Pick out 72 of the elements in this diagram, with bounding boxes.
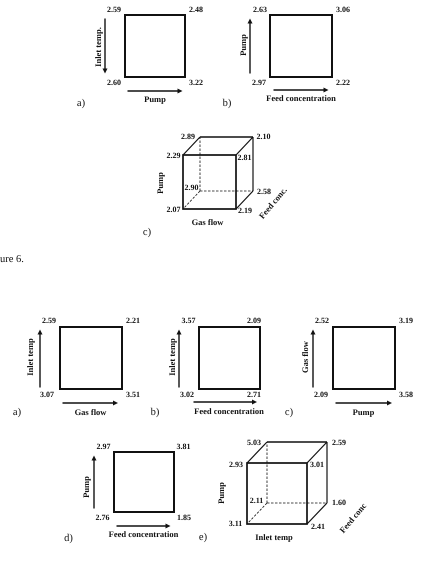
corner-value: 3.58	[399, 391, 413, 399]
corner-value: 2.10	[256, 133, 270, 141]
corner-value: 2.71	[247, 391, 261, 399]
corner-value: 5.03	[247, 439, 261, 447]
corner-value: 2.97	[252, 79, 266, 87]
corner-value: 2.81	[238, 154, 252, 162]
axis-label: Gas flow	[74, 408, 106, 416]
axis-label: Inlet temp	[168, 338, 176, 376]
panel-label: a)	[12, 408, 22, 418]
corner-value: 2.09	[247, 317, 261, 325]
square-frame	[269, 14, 333, 78]
corner-value: 2.63	[253, 6, 267, 14]
corner-value: 2.60	[107, 79, 121, 87]
corner-value: 3.22	[189, 79, 203, 87]
corner-value: 2.90	[184, 184, 198, 192]
axis-label: Pump	[82, 476, 90, 498]
corner-value: 3.01	[310, 461, 324, 469]
axis-label: Pump	[238, 34, 248, 56]
panel-label: e)	[198, 532, 208, 544]
panel-label: c)	[142, 228, 152, 238]
corner-value: 1.60	[332, 499, 346, 507]
axis-label: Pump	[352, 408, 374, 416]
axis-label: Inlet temp	[255, 532, 293, 542]
corner-value: 2.41	[311, 523, 325, 531]
corner-value: 2.52	[315, 317, 329, 325]
square-frame	[113, 451, 175, 513]
corner-value: 2.21	[126, 317, 140, 325]
corner-value: 2.48	[189, 6, 203, 14]
panel-label: c)	[284, 408, 294, 418]
corner-value: 2.93	[229, 461, 243, 469]
corner-value: 2.09	[314, 391, 328, 399]
corner-value: 2.89	[181, 133, 195, 141]
corner-value: 2.59	[42, 317, 56, 325]
axis-label: Pump	[216, 482, 225, 504]
square-frame	[124, 14, 186, 78]
axis-label: Feed concentration	[108, 530, 178, 538]
corner-value: 2.29	[166, 152, 180, 160]
axis-label: Inlet temp.	[94, 27, 102, 67]
caption-text: ure 6.	[0, 255, 24, 266]
axis-label: Pump	[144, 94, 166, 104]
panel-label: d)	[64, 534, 73, 544]
corner-value: 2.59	[107, 6, 121, 14]
corner-value: 2.11	[250, 497, 264, 505]
corner-value: 3.19	[399, 317, 413, 325]
axis-label: Pump	[156, 172, 164, 194]
corner-value: 2.07	[166, 206, 180, 214]
panel-label: b)	[150, 408, 160, 418]
corner-value: 3.02	[180, 391, 194, 399]
corner-value: 2.97	[96, 443, 110, 451]
corner-value: 3.51	[126, 391, 140, 399]
corner-value: 2.22	[336, 79, 350, 87]
corner-value: 3.07	[40, 391, 54, 399]
axis-label: Feed concentration	[266, 94, 336, 102]
corner-value: 2.19	[238, 207, 252, 215]
cube-wireframe	[246, 441, 328, 525]
corner-value: 3.06	[336, 6, 350, 14]
panel-label: b)	[222, 98, 232, 110]
axis-label: Gas flow	[192, 218, 224, 226]
corner-value: 2.59	[332, 439, 346, 447]
axis-label: Gas flow	[300, 341, 310, 373]
square-frame	[198, 326, 261, 390]
panel-label: a)	[76, 98, 86, 110]
axis-label: Inlet temp	[26, 338, 34, 376]
corner-value: 2.58	[257, 188, 271, 196]
square-frame	[59, 326, 123, 390]
square-frame	[332, 326, 396, 390]
corner-value: 1.85	[177, 514, 191, 522]
corner-value: 3.57	[182, 317, 196, 325]
corner-value: 3.81	[176, 443, 190, 451]
axis-label: Feed concentration	[194, 406, 264, 416]
corner-value: 3.11	[228, 520, 242, 528]
corner-value: 2.76	[96, 514, 110, 522]
